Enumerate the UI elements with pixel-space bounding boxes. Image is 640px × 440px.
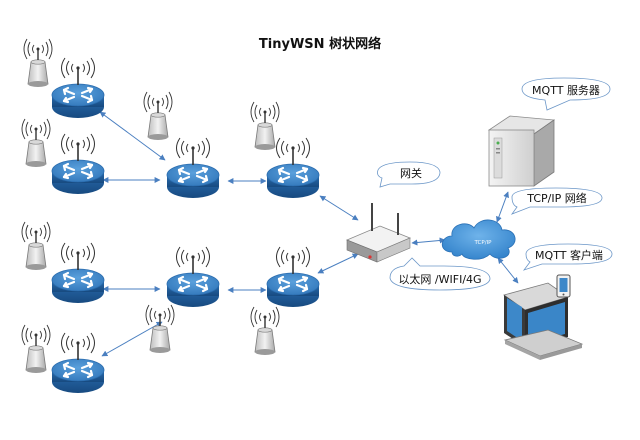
callout-uplink-label: 以太网 /WIFI/4G: [398, 273, 481, 286]
callout-mqtt-client-label: MQTT 客户端: [535, 248, 603, 262]
server-tower-icon: [487, 115, 556, 187]
wireless-sensor-icon: [21, 324, 51, 374]
callout-uplink: 以太网 /WIFI/4G: [389, 257, 491, 291]
callout-tcpip-network: TCP/IP 网络: [510, 187, 603, 215]
wireless-router-icon: [50, 132, 106, 196]
link-cloud-laptop: [497, 257, 519, 284]
cloud-label: TCP/IP: [474, 240, 493, 246]
callout-tcpip-network-label: TCP/IP 网络: [526, 191, 586, 205]
link-gateway-cloud: [411, 237, 446, 246]
wireless-router-icon: [165, 245, 221, 309]
link-r1-r3: [99, 111, 166, 161]
wireless-router-icon: [165, 136, 221, 200]
cloud-icon: TCP/IP: [441, 219, 516, 260]
smartphone-icon: [556, 274, 571, 298]
callout-gateway: 网关: [377, 161, 441, 188]
callout-mqtt-server: MQTT 服务器: [521, 77, 611, 111]
wireless-sensor-icon: [250, 306, 280, 356]
callout-mqtt-server-label: MQTT 服务器: [532, 84, 600, 97]
laptop-icon: [503, 282, 584, 360]
wireless-sensor-icon: [21, 118, 51, 168]
wireless-router-icon: [50, 56, 106, 120]
diagram-title: TinyWSN 树状网络: [259, 36, 381, 52]
link-r8-gateway: [317, 253, 359, 274]
link-r4-gateway: [319, 195, 359, 221]
wireless-router-icon: [50, 331, 106, 395]
wireless-sensor-icon: [143, 91, 173, 141]
link-cloud-server: [496, 191, 509, 223]
network-links: [99, 111, 519, 357]
wireless-router-icon: [265, 245, 321, 309]
link-r7-r6: [101, 321, 163, 357]
wireless-sensor-icon: [23, 38, 53, 88]
callout-gateway-label: 网关: [400, 166, 422, 180]
wireless-router-icon: [50, 241, 106, 305]
callout-mqtt-client: MQTT 客户端: [522, 243, 613, 271]
wireless-sensor-icon: [21, 221, 51, 271]
gateway-device-icon: [345, 203, 412, 263]
wireless-sensor-icon: [250, 101, 280, 151]
